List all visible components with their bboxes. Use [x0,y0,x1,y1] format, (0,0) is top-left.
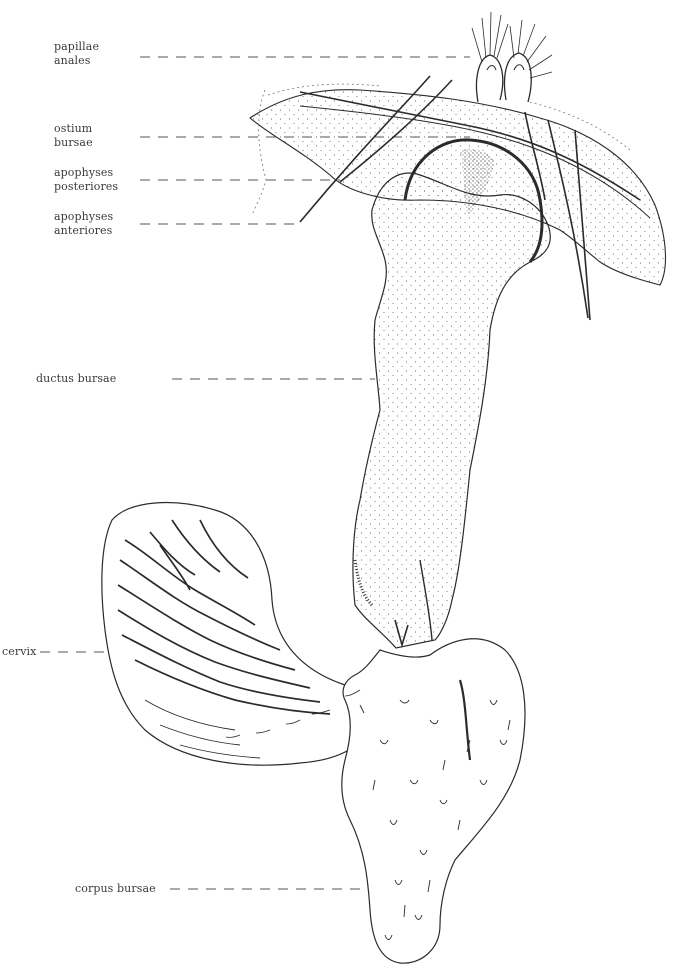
label-posteriores: posteriores [54,180,118,194]
label-apophyses-posteriores: apophyses posteriores [54,166,118,194]
label-ductus-bursae: ductus bursae [36,372,116,386]
label-corpus-bursae: corpus bursae [75,882,156,896]
label-cervix: cervix [2,645,36,659]
papillae-anales-shape [472,12,552,102]
label-anteriores: anteriores [54,224,113,238]
label-ostium: ostium [54,122,93,136]
ductus-bursae-shape [353,173,550,648]
label-anales: anales [54,54,99,68]
label-papillae: papillae [54,40,99,54]
label-ostium-bursae: ostium bursae [54,122,93,150]
label-papillae-anales: papillae anales [54,40,99,68]
label-apophyses-1: apophyses [54,166,118,180]
cervix-shape [102,503,370,766]
label-bursae: bursae [54,136,93,150]
label-apophyses-2: apophyses [54,210,113,224]
label-apophyses-anteriores: apophyses anteriores [54,210,113,238]
